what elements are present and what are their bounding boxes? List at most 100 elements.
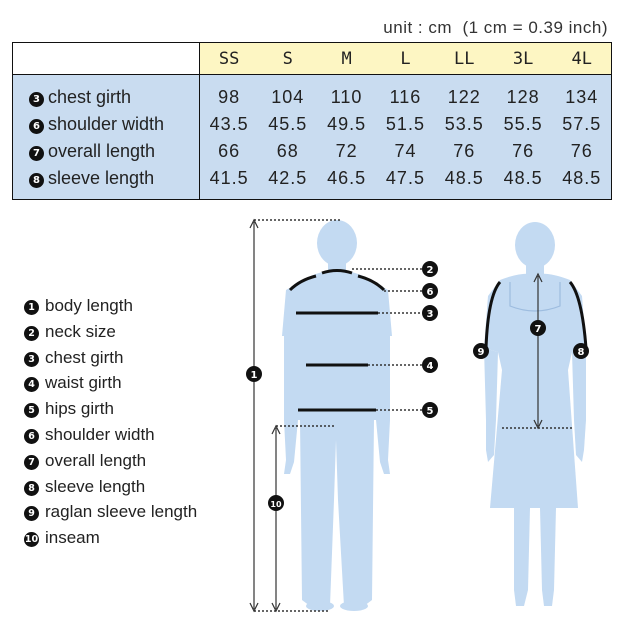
table-cell: 48.5	[493, 164, 553, 200]
size-header-s: S	[258, 42, 318, 75]
arrow-head	[249, 602, 259, 613]
table-cell: 53.5	[434, 111, 494, 139]
marker-6: 6	[422, 283, 438, 299]
raglan-left-measure	[484, 281, 502, 349]
marker-9: 9	[473, 343, 489, 359]
legend-label: shoulder width	[45, 424, 155, 444]
table-cell: 43.5	[199, 111, 259, 139]
legend-item: 2 neck size	[24, 319, 197, 345]
table-cell: 76	[552, 138, 612, 165]
arrow-head	[533, 272, 543, 283]
front-head	[317, 220, 357, 266]
table-cell: 45.5	[258, 111, 318, 139]
table-cell: 122	[434, 74, 494, 112]
marker-7-label: 7	[535, 324, 542, 335]
header-blank-cell	[12, 42, 200, 75]
table-cell: 46.5	[317, 164, 377, 200]
table-cell: 47.5	[376, 164, 435, 200]
front-left-foot	[306, 601, 334, 611]
number-badge: 8	[24, 480, 39, 496]
size-header-row: SS S M L LL 3L 4L	[12, 42, 612, 75]
marker-7: 7	[530, 320, 546, 336]
front-figure	[249, 218, 422, 613]
table-cell: 76	[434, 138, 494, 165]
table-cell: 42.5	[258, 164, 318, 200]
table-cell: 57.5	[552, 111, 612, 139]
front-right-arm	[376, 336, 390, 474]
size-header-3l: 3L	[493, 42, 553, 75]
size-header-m: M	[317, 42, 377, 75]
marker-1: 1	[246, 366, 262, 382]
dress-neck	[526, 264, 544, 276]
dress-skirt	[490, 370, 578, 508]
number-badge: 1	[24, 300, 39, 315]
front-torso	[282, 270, 392, 420]
table-cell: 68	[258, 138, 318, 165]
marker-3: 3	[422, 305, 438, 321]
raglan-right-measure	[568, 281, 588, 349]
table-cell: 128	[493, 74, 553, 112]
legend-label: overall length	[45, 450, 147, 470]
table-cell: 48.5	[552, 164, 612, 200]
legend-label: chest girth	[45, 347, 124, 367]
marker-5-label: 5	[427, 406, 434, 417]
marker-9-label: 9	[478, 347, 485, 358]
dress-right-leg	[540, 508, 556, 606]
arrow-head	[249, 218, 259, 229]
number-badge: 7	[29, 145, 44, 161]
table-cell: 49.5	[317, 111, 377, 139]
legend-item: 6 shoulder width	[24, 422, 197, 448]
arrow-head	[271, 424, 281, 435]
number-badge: 6	[29, 119, 44, 135]
row-label-text: shoulder width	[48, 114, 165, 135]
number-badge: 4	[24, 377, 39, 393]
row-label-text: chest girth	[48, 86, 132, 107]
marker-1-label: 1	[251, 370, 258, 381]
number-badge: 8	[29, 173, 44, 189]
dress-strap-detail	[509, 282, 561, 312]
table-cell: 66	[199, 138, 259, 165]
marker-5: 5	[422, 402, 438, 418]
front-left-arm	[284, 336, 298, 474]
unit-note: unit : cm (1 cm = 0.39 inch)	[383, 18, 608, 37]
number-badge: 2	[24, 325, 39, 341]
table-cell: 51.5	[376, 111, 435, 139]
dress-left-arm	[484, 348, 498, 462]
size-header-ll: LL	[434, 42, 494, 75]
row-label-text: sleeve length	[48, 168, 155, 189]
legend-label: neck size	[45, 321, 116, 341]
table-cell: 48.5	[434, 164, 494, 200]
legend-label: raglan sleeve length	[45, 502, 198, 522]
marker-2: 2	[422, 261, 438, 277]
table-cell: 104	[258, 74, 318, 112]
dress-left-leg	[514, 508, 530, 606]
number-badge: 6	[24, 428, 39, 444]
table-cell: 110	[317, 74, 377, 112]
number-badge: 5	[24, 403, 39, 419]
table-cell: 134	[552, 74, 612, 112]
table-cell: 76	[493, 138, 553, 165]
dress-figure	[484, 222, 588, 606]
marker-8-label: 8	[578, 347, 585, 358]
size-header-l: L	[376, 42, 435, 75]
table-cell: 98	[199, 74, 259, 112]
marker-10-label: 10	[270, 500, 282, 509]
marker-4: 4	[422, 357, 438, 373]
front-pants	[300, 420, 374, 606]
table-cell: 74	[376, 138, 435, 165]
marker-10: 10	[268, 495, 284, 511]
